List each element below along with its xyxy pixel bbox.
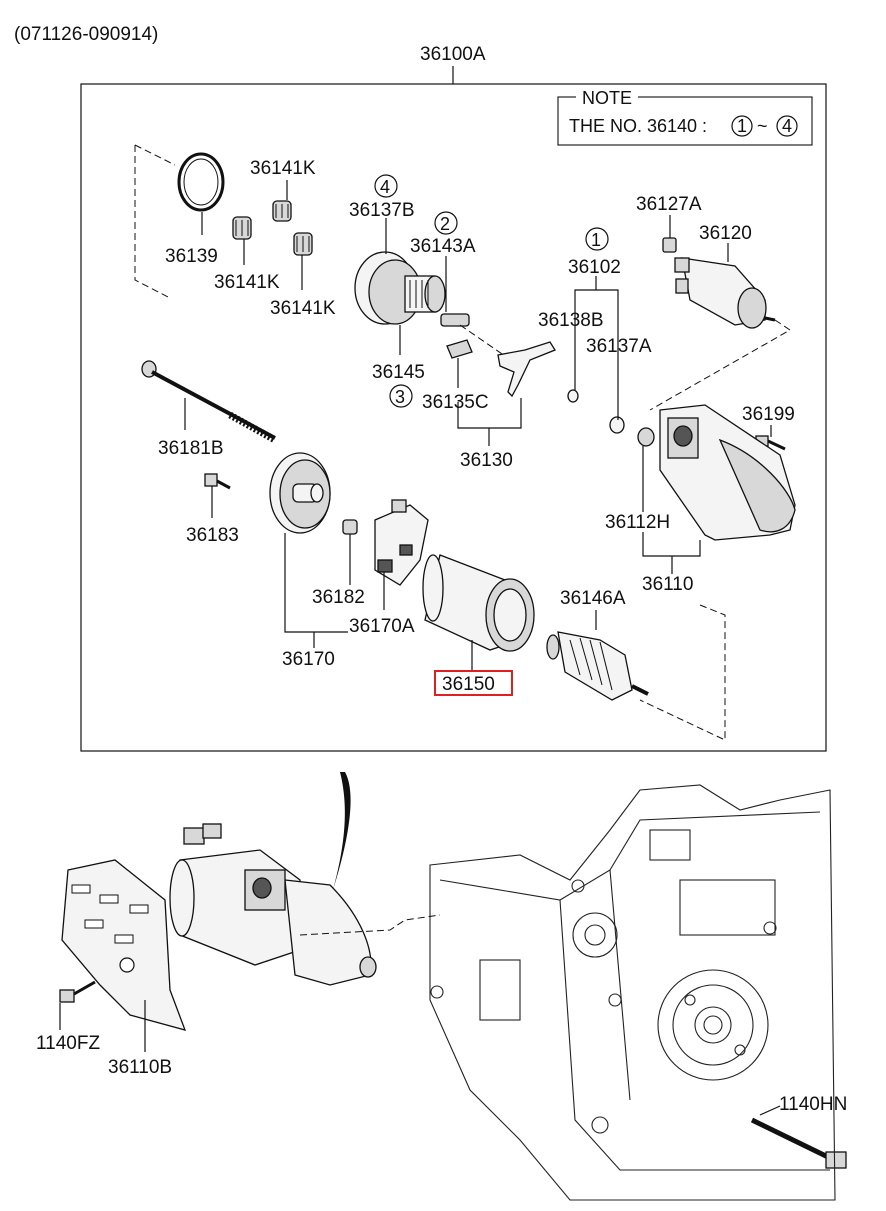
part-36141K-gear-b[interactable]: [232, 216, 252, 240]
callout-36199: 36199: [742, 404, 795, 425]
callout-36141K-c: 36141K: [270, 298, 336, 319]
part-1140FZ-bolt[interactable]: [59, 980, 96, 1003]
callout-36139: 36139: [165, 246, 218, 267]
note-start-number: 1: [737, 116, 747, 136]
part-36138B-pin[interactable]: [567, 389, 579, 403]
callout-36170A: 36170A: [349, 616, 415, 637]
part-36141K-gear-a[interactable]: [272, 200, 292, 222]
callout-36141K-b: 36141K: [214, 272, 280, 293]
part-36120-solenoid[interactable]: [674, 257, 776, 329]
part-36182-bushing[interactable]: [342, 519, 358, 535]
part-36146A-armature[interactable]: [546, 631, 649, 701]
callout-1140FZ: 1140FZ: [36, 1033, 100, 1054]
part-36110B-heat-shield[interactable]: [61, 859, 187, 1031]
part-36170A-brush-holder[interactable]: [374, 499, 429, 586]
pointer-arrow: [333, 772, 351, 890]
callout-36138B: 36138B: [538, 310, 604, 331]
callout-36182: 36182: [312, 587, 365, 608]
callout-36181B: 36181B: [158, 438, 224, 459]
part-1140HN-bolt[interactable]: [750, 1117, 847, 1169]
callout-36183: 36183: [186, 525, 239, 546]
callout-36141K-a: 36141K: [250, 158, 316, 179]
callout-36145: 36145: [372, 362, 425, 383]
part-36139-ring[interactable]: [177, 152, 225, 212]
date-range-label: (071126-090914): [14, 24, 158, 45]
callout-36170: 36170: [282, 649, 335, 670]
part-36145-planetary-housing[interactable]: [354, 251, 470, 327]
callout-36110B: 36110B: [108, 1057, 172, 1078]
marker-3: [389, 384, 413, 408]
callout-1140HN: 1140HN: [779, 1094, 847, 1115]
callout-36112H: 36112H: [605, 512, 670, 533]
note-end-marker: [776, 115, 798, 137]
marker-36102: 1: [591, 230, 601, 250]
part-36181B-through-bolt[interactable]: [141, 360, 277, 444]
marker-1: [585, 227, 609, 251]
callout-36110: 36110: [642, 574, 693, 595]
guide-line-left: [134, 145, 171, 299]
starter-motor-assembled[interactable]: [169, 823, 377, 986]
callout-36127A: 36127A: [636, 194, 702, 215]
part-36137A-washer[interactable]: [609, 416, 625, 434]
marker-4: [374, 174, 398, 198]
highlight-box-36150[interactable]: [434, 670, 513, 696]
callout-36102: 36102: [568, 257, 621, 278]
engine-block: [429, 784, 836, 1201]
part-36130-lever[interactable]: [497, 341, 556, 398]
callout-36143A: 36143A: [410, 236, 476, 257]
part-36141K-gear-c[interactable]: [293, 232, 313, 256]
note-box: NOTE THE NO. 36140 : 1 ~ 4: [557, 88, 813, 146]
part-36135C-retainer[interactable]: [446, 339, 473, 359]
callout-36146A: 36146A: [560, 588, 626, 609]
part-36183-screw[interactable]: [204, 473, 231, 490]
part-36170-end-cover[interactable]: [269, 452, 331, 534]
note-title: NOTE: [582, 88, 632, 108]
callout-36150[interactable]: 36150: [442, 674, 495, 695]
assembly-frame: [80, 83, 827, 752]
note-start-marker: [731, 115, 753, 137]
note-text: THE NO. 36140 :: [569, 116, 707, 136]
part-36110-front-housing[interactable]: [659, 404, 796, 541]
note-tilde: ~: [757, 116, 768, 136]
part-36127A-nut[interactable]: [662, 237, 677, 253]
assembly-label: 36100A: [420, 44, 486, 65]
marker-36143A: 2: [440, 214, 450, 234]
marker-2: [434, 211, 458, 235]
marker-36137B: 4: [380, 177, 390, 197]
part-36150-yoke-assembly[interactable]: [422, 554, 535, 652]
callout-36137B: 36137B: [349, 200, 415, 221]
marker-36145: 3: [395, 387, 405, 407]
part-36112H-bushing[interactable]: [637, 427, 655, 447]
callout-36137A: 36137A: [586, 336, 652, 357]
note-end-number: 4: [782, 116, 792, 136]
callout-36135C: 36135C: [422, 392, 489, 413]
callout-36130: 36130: [460, 450, 513, 471]
callout-36120: 36120: [699, 223, 752, 244]
